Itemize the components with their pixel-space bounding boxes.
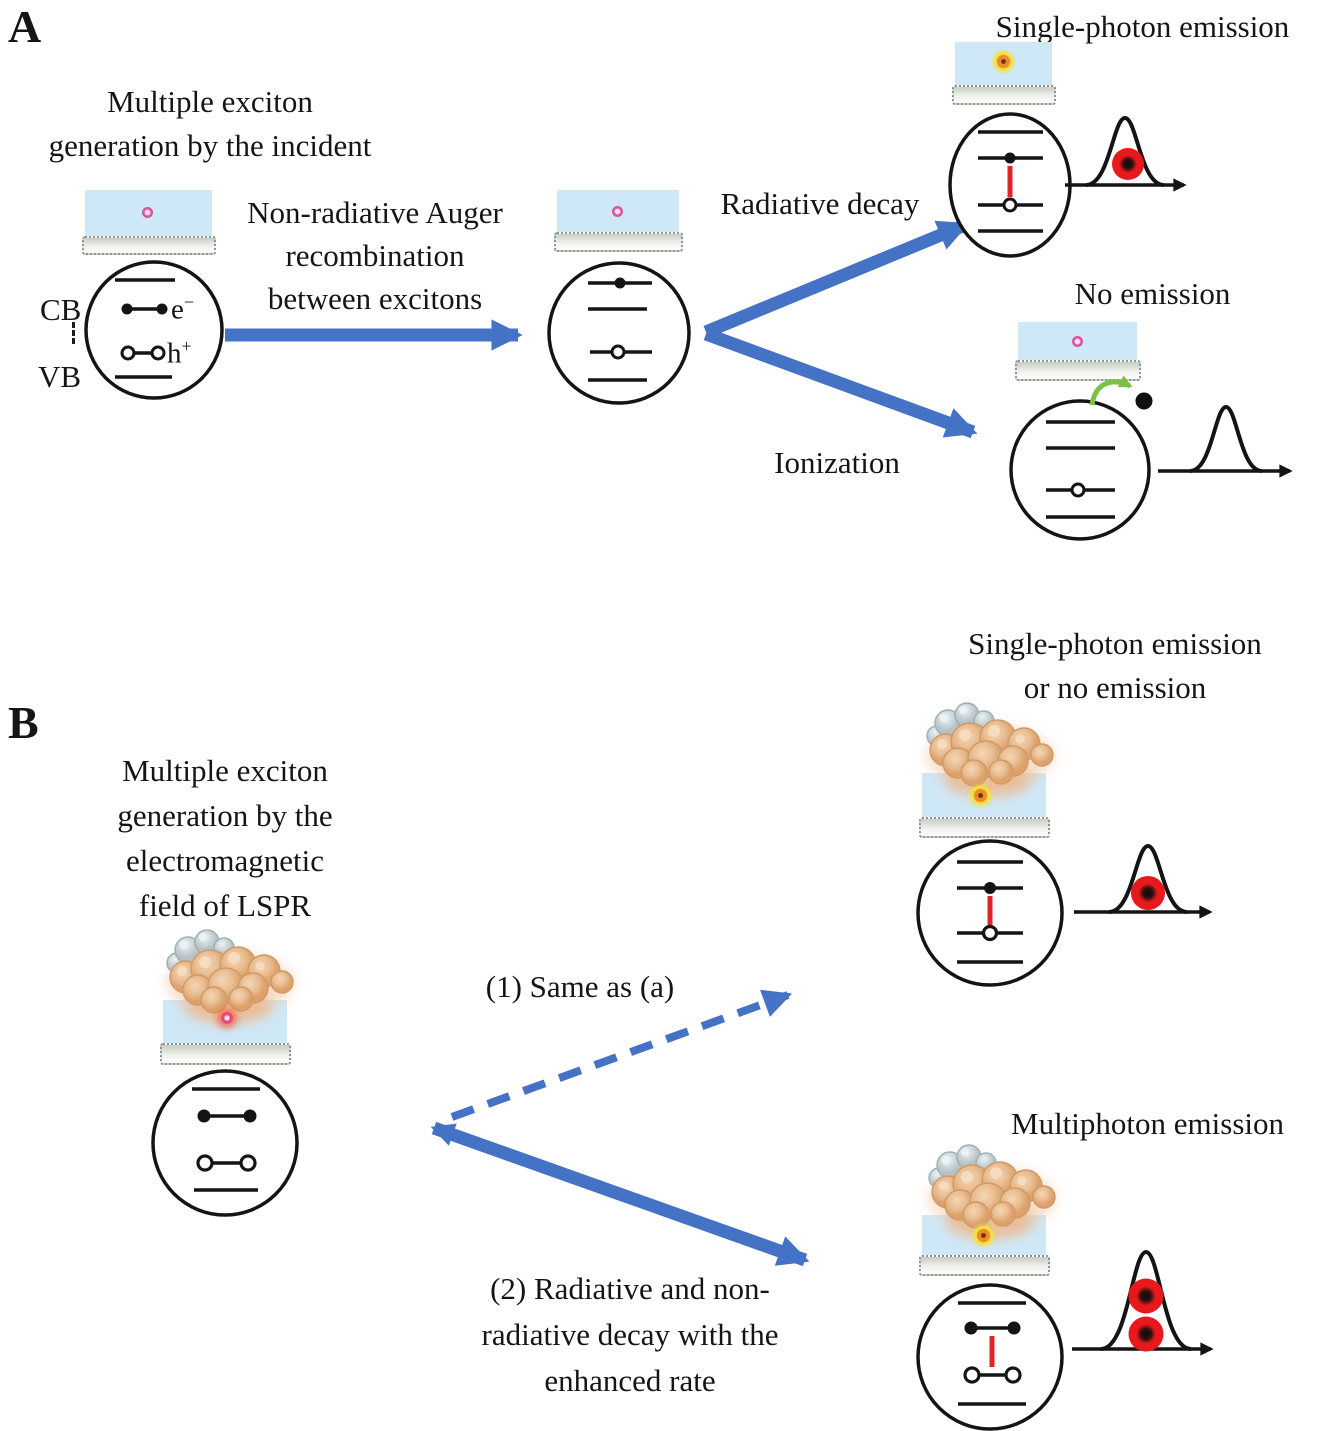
outcome2-title: Multiphoton emission <box>1011 1106 1284 1141</box>
radiative-decay-arrow <box>703 218 970 339</box>
multiphoton-peak-chart <box>1072 1249 1214 1356</box>
no-emission-peak-chart <box>1158 404 1293 478</box>
path1-label: (1) Same as (a) <box>485 969 675 1004</box>
single-photon-peak-chart <box>1074 843 1213 919</box>
photon-dot-icon <box>1128 1278 1164 1314</box>
panel-b-intro: Multiple exciton generation by the elect… <box>117 753 333 923</box>
substrate-base <box>952 85 1056 105</box>
plasmonic-nanoparticle-icon <box>158 925 298 1020</box>
ejected-electron-group <box>1089 375 1153 410</box>
panel-b-label: B <box>8 697 39 748</box>
plasmonic-nanoparticle-icon <box>920 1140 1060 1235</box>
single-photon-peak-chart <box>1065 115 1187 192</box>
valence-band-label: VB <box>38 359 82 394</box>
ejected-electron-dot <box>1135 392 1153 410</box>
hole-label: h+ <box>167 336 192 370</box>
quantum-dot-levels-multiexciton-radiative <box>916 1283 1064 1431</box>
panel-a-intro: Multiple exciton generation by the incid… <box>10 80 410 168</box>
conduction-band-label: CB <box>40 292 82 327</box>
substrate-base <box>160 1043 291 1065</box>
excited-dot-icon <box>994 52 1013 71</box>
outcome1-title: Single-photon emission or no emission <box>968 626 1262 705</box>
plasmonic-nanoparticle-icon <box>918 698 1058 793</box>
substrate-base <box>919 817 1050 838</box>
path2-label: (2) Radiative and non- radiative decay w… <box>481 1271 779 1398</box>
same-as-a-dashed-arrow <box>450 989 793 1121</box>
single-photon-emission-title: Single-photon emission <box>995 9 1290 44</box>
exciton-dot-icon <box>1072 336 1083 347</box>
auger-recombination-arrow <box>225 319 523 351</box>
photon-dot-icon <box>1128 1316 1164 1352</box>
substrate-base <box>919 1255 1050 1276</box>
panel-a-intro-line2: generation by the incident <box>48 128 372 163</box>
exciton-dot-icon <box>221 1012 233 1024</box>
auger-arrow-label: Non-radiative Auger recombination betwee… <box>247 195 503 316</box>
ionization-arc-icon <box>1089 375 1133 406</box>
quantum-dot-levels-single-exciton <box>547 261 691 405</box>
enhanced-decay-arrow <box>430 1121 810 1267</box>
quantum-dot-levels-biexciton <box>84 260 224 400</box>
quantum-dot-levels-radiative <box>948 112 1072 258</box>
panel-a-label: A <box>8 1 42 52</box>
electron-label: e− <box>171 292 195 326</box>
no-emission-title: No emission <box>1074 276 1231 311</box>
quantum-dot-levels-multiexciton <box>151 1069 299 1217</box>
photon-dot-icon <box>1131 876 1165 910</box>
band-gap-dash <box>72 322 75 344</box>
substrate-base <box>1015 360 1141 381</box>
photon-dot-icon <box>1112 148 1144 180</box>
excited-dot-icon <box>971 786 990 805</box>
radiative-decay-label: Radiative decay <box>720 186 920 221</box>
quantum-dot-levels-ionized <box>1009 399 1151 541</box>
panel-a-intro-line1: Multiple exciton <box>107 84 313 119</box>
exciton-dot-icon <box>612 206 623 217</box>
substrate-base <box>554 232 683 252</box>
quantum-dot-levels-radiative <box>916 839 1064 987</box>
substrate-base <box>82 236 216 255</box>
ionization-label: Ionization <box>774 445 900 480</box>
ionization-arrow <box>703 327 978 439</box>
exciton-dot-icon <box>142 207 153 218</box>
excited-dot-icon <box>974 1226 993 1245</box>
